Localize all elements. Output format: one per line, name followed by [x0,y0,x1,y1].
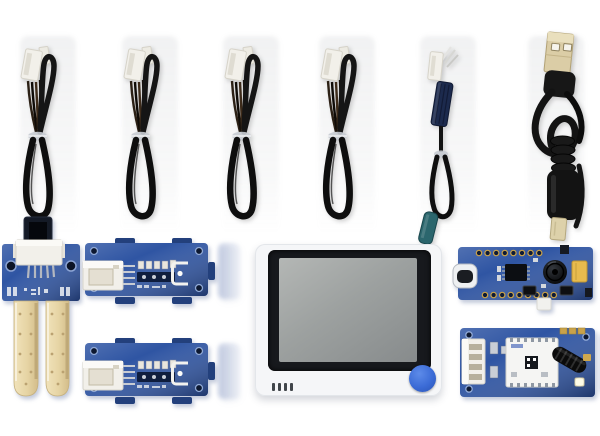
grove-connector [82,260,124,291]
yellow-component [571,260,588,283]
devboard-chip [502,264,530,281]
usb-a-plug [543,31,575,75]
gold-pads [559,327,586,335]
lcd-screen [279,258,417,362]
display-device [255,244,442,396]
push-button [522,285,574,296]
jumper-cable [418,44,476,254]
led [574,377,585,387]
blue-round-button [409,365,436,392]
jumper-loop [429,154,455,220]
rf-qr-code [525,356,538,369]
cable-connector [20,46,51,82]
spring-antenna [552,346,591,373]
usb-cable-loops [531,88,585,159]
screen-bezel [268,250,431,371]
grove-cable-4 [315,44,379,229]
connector-pins [123,265,135,285]
reset-component [560,245,569,254]
teal-connector-tip [418,211,439,245]
dev-board [452,244,597,311]
jumper-connector [427,51,444,81]
usb-cable [522,28,592,243]
moisture-sensor [0,214,84,404]
cable-top-loop [37,54,57,135]
pin-holes-top [475,249,543,257]
grove-cable-2 [118,44,182,229]
buzzer [543,260,567,284]
silkscreen-marks [7,287,70,296]
grove-connector [461,338,486,385]
grove-cable-1 [15,44,79,229]
white-tab [536,297,552,311]
vent-slot [290,383,293,391]
jumper-wire-tips [441,46,459,68]
moisture-pins [26,264,56,279]
sensor-module-2 [82,338,216,404]
jumper-sleeve [430,80,454,128]
pcb-tabs [115,238,215,304]
pin-holes-bottom [481,291,558,299]
sensor-module-1 [82,238,216,304]
rf-module [505,337,559,388]
moisture-connector [13,239,65,266]
vent-slot [284,383,287,391]
cable-bottom-loop [22,136,53,220]
vent-slot [272,383,275,391]
wireless-module [457,326,598,400]
usb-connector-housing [547,170,580,220]
sensor-window-bracket [171,261,188,286]
screw-hole [465,331,590,393]
usb-c-port [452,263,478,289]
vent-slot [278,383,281,391]
moisture-prongs [13,300,70,397]
grove-cable-3 [219,44,283,229]
screw-hole [5,260,77,272]
usb-metal-tongue [549,217,568,241]
